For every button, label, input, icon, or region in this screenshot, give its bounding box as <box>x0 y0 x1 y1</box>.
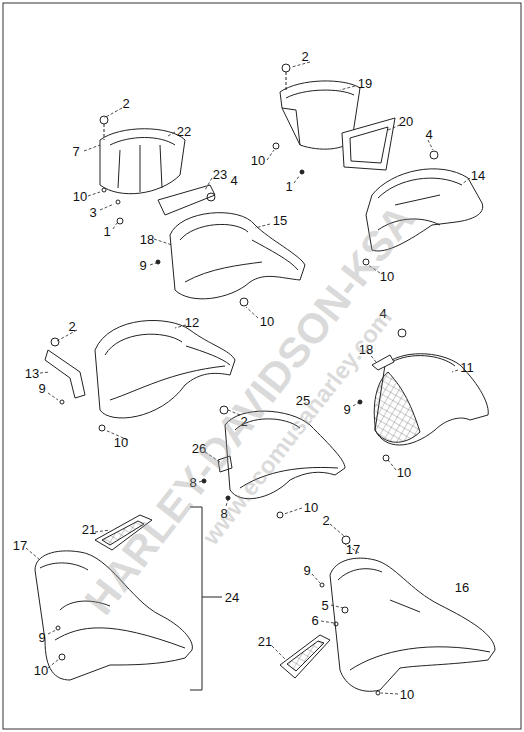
callout-number: 3 <box>89 206 96 219</box>
callout-number: 12 <box>185 316 199 329</box>
callout-number: 4 <box>230 174 237 187</box>
callout-number: 10 <box>73 190 87 203</box>
callout-number: 2 <box>322 514 329 527</box>
callout-number: 21 <box>82 523 96 536</box>
callout-number: 14 <box>471 169 485 182</box>
callout-number: 2 <box>301 50 308 63</box>
callout-number: 5 <box>321 599 328 612</box>
callout-number: 15 <box>273 214 287 227</box>
callout-number: 24 <box>225 591 239 604</box>
callout-number: 1 <box>103 225 110 238</box>
callout-number: 11 <box>460 361 474 374</box>
callout-number: 20 <box>399 115 413 128</box>
callout-number: 9 <box>38 631 45 644</box>
callout-number: 22 <box>177 125 191 138</box>
callout-number: 10 <box>114 436 128 449</box>
callout-number: 10 <box>260 315 274 328</box>
callout-number: 2 <box>122 97 129 110</box>
callout-number: 10 <box>304 501 318 514</box>
callout-number: 18 <box>140 233 154 246</box>
callout-number: 7 <box>72 145 79 158</box>
callout-number: 19 <box>358 77 372 90</box>
callout-number: 6 <box>311 614 318 627</box>
callout-number: 23 <box>213 168 227 181</box>
callout-number: 9 <box>343 403 350 416</box>
callout-number: 4 <box>425 128 432 141</box>
callout-number: 1 <box>285 180 292 193</box>
callout-number: 9 <box>303 564 310 577</box>
callout-number: 17 <box>346 543 360 556</box>
callout-number: 10 <box>251 154 265 167</box>
callout-number: 21 <box>258 635 272 648</box>
callout-number: 16 <box>455 581 469 594</box>
callout-number: 17 <box>13 539 27 552</box>
callout-number: 10 <box>400 688 414 701</box>
callout-number: 9 <box>38 382 45 395</box>
callout-number: 13 <box>25 367 39 380</box>
callout-number: 10 <box>397 466 411 479</box>
callout-number: 10 <box>34 664 48 677</box>
callout-number: 9 <box>139 259 146 272</box>
callout-number: 2 <box>68 320 75 333</box>
